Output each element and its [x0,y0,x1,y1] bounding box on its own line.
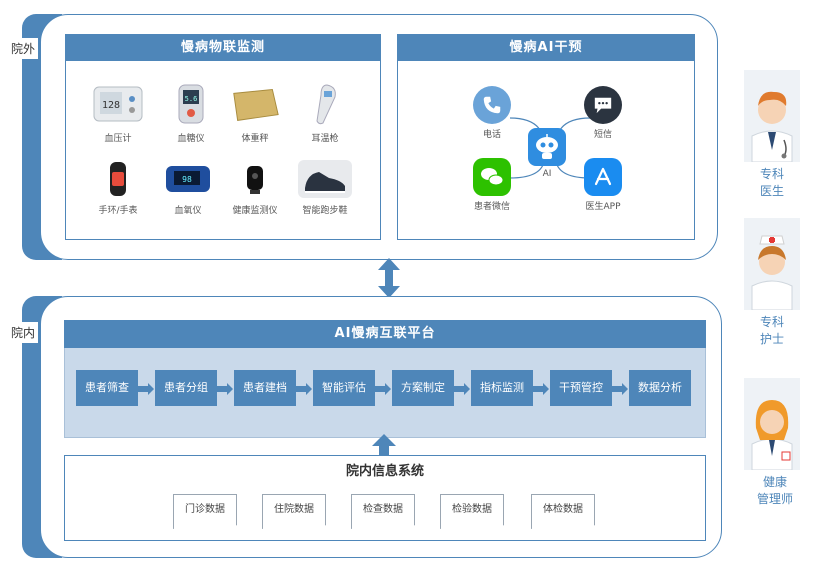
phone-icon [473,86,511,124]
role-line: 专科 [759,167,784,181]
device-weight-scale: 体重秤 [219,82,291,144]
flow-step: 智能评估 [313,370,375,406]
device-label: 体重秤 [241,134,269,144]
his-title: 院内信息系统 [345,464,424,479]
device-label: 手环/手表 [98,206,138,216]
role-label: 健康 管理师 [740,474,810,508]
flow-arrows [138,383,628,395]
ai-channel-label: 短信 [593,130,612,140]
device-smart-band: 手环/手表 [82,160,154,216]
role-label: 专科 医生 [740,166,804,200]
smart-shoe-icon [298,160,352,198]
flow-step: 患者建档 [234,370,296,406]
role-line: 专科 [759,315,784,329]
health-monitor-icon [228,160,282,198]
role-nurse: 专科 护士 [740,218,804,348]
svg-text:5.6: 5.6 [185,95,198,103]
ai-center: AI [517,128,577,179]
nurse-avatar-icon [744,218,800,311]
data-doc: 体检数据 [531,494,595,529]
ai-channel-phone: 电话 [462,86,522,140]
role-line: 医生 [759,184,784,198]
up-arrow-icon [372,434,396,456]
device-ear-thermometer: 耳温枪 [289,82,361,144]
device-label: 血糖仪 [177,134,205,144]
device-smart-shoe: 智能跑步鞋 [289,160,361,216]
ai-channel-wechat: 患者微信 [462,158,522,212]
ai-panel-title: 慢病AI干预 [398,35,694,61]
data-doc: 住院数据 [262,494,326,529]
data-doc: 门诊数据 [173,494,237,529]
blood-pressure-monitor-icon: 128 [91,82,145,126]
flow-step: 方案制定 [392,370,454,406]
device-label: 健康监测仪 [232,206,278,216]
flow-step: 干预管控 [550,370,612,406]
data-doc: 检查数据 [351,494,415,529]
flow-step: 数据分析 [629,370,691,406]
sms-icon [584,86,622,124]
glucose-meter-icon: 5.6 [164,82,218,126]
smart-band-icon [91,160,145,198]
role-health-manager: 健康 管理师 [740,378,810,508]
flow-step: 患者筛查 [76,370,138,406]
iot-panel-title: 慢病物联监测 [66,35,380,61]
ai-robot-icon [528,128,566,166]
device-label: 耳温枪 [311,134,339,144]
ai-channel-label: 医生APP [585,202,621,212]
flow-step: 患者分组 [155,370,217,406]
ai-center-label: AI [542,169,552,179]
role-line: 管理师 [756,492,793,506]
iot-panel: 慢病物联监测 [65,34,381,240]
device-blood-pressure: 128 血压计 [82,82,154,144]
platform-title: AI慢病互联平台 [64,320,706,348]
role-line: 健康 [762,475,787,489]
device-glucose: 5.6 血糖仪 [155,82,227,144]
ai-channel-doctor-app: 医生APP [573,158,633,212]
device-oximeter: 98 血氧仪 [152,160,224,216]
svg-text:128: 128 [102,100,120,111]
outside-label: 院外 [8,38,39,59]
doctor-avatar-icon [744,70,800,163]
pulse-oximeter-icon: 98 [161,160,215,198]
ai-channel-label: 患者微信 [473,202,510,212]
ear-thermometer-icon [298,82,352,126]
device-health-monitor: 健康监测仪 [219,160,291,216]
app-store-icon [584,158,622,196]
device-label: 智能跑步鞋 [302,206,348,216]
role-doctor: 专科 医生 [740,70,804,200]
role-line: 护士 [759,332,784,346]
weight-scale-icon [228,82,282,126]
data-doc: 检验数据 [440,494,504,529]
bidirectional-arrow-icon [378,258,400,298]
ai-channel-label: 电话 [482,130,501,140]
svg-text:98: 98 [182,175,192,184]
role-label: 专科 护士 [740,314,804,348]
health-manager-avatar-icon [744,378,800,471]
flow-step: 指标监测 [471,370,533,406]
device-label: 血压计 [104,134,132,144]
inside-label: 院内 [8,322,39,343]
wechat-icon [473,158,511,196]
ai-channel-sms: 短信 [573,86,633,140]
device-label: 血氧仪 [174,206,202,216]
